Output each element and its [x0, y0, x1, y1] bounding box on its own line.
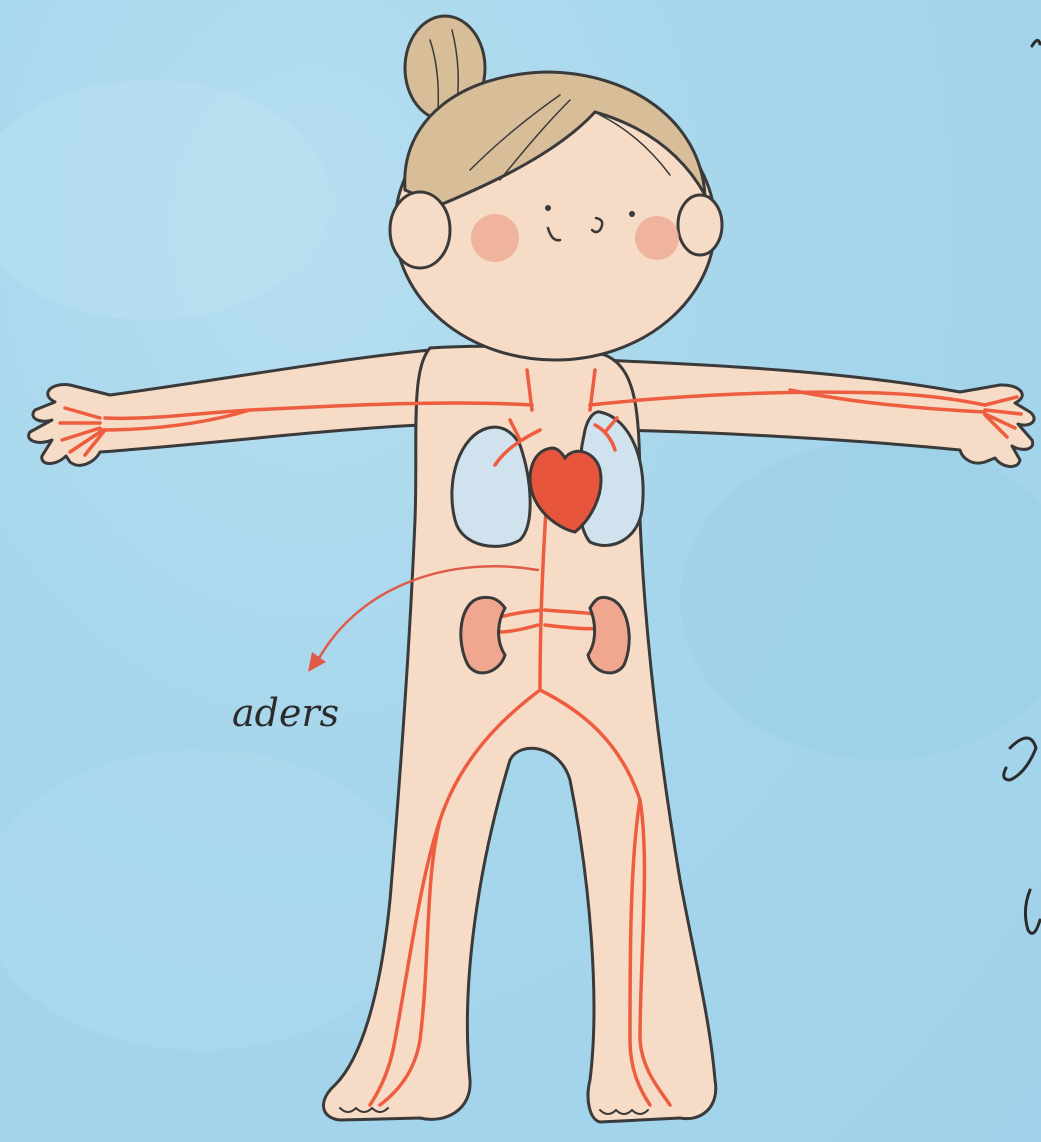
left-kidney	[461, 597, 505, 673]
left-eye	[545, 205, 551, 211]
right-cheek	[635, 216, 679, 260]
head	[390, 16, 722, 360]
left-ear	[390, 192, 450, 268]
right-ear	[678, 195, 722, 255]
left-cheek	[471, 214, 519, 262]
vessels-label: aders	[232, 691, 339, 735]
right-kidney	[588, 597, 629, 673]
right-eye	[629, 211, 635, 217]
